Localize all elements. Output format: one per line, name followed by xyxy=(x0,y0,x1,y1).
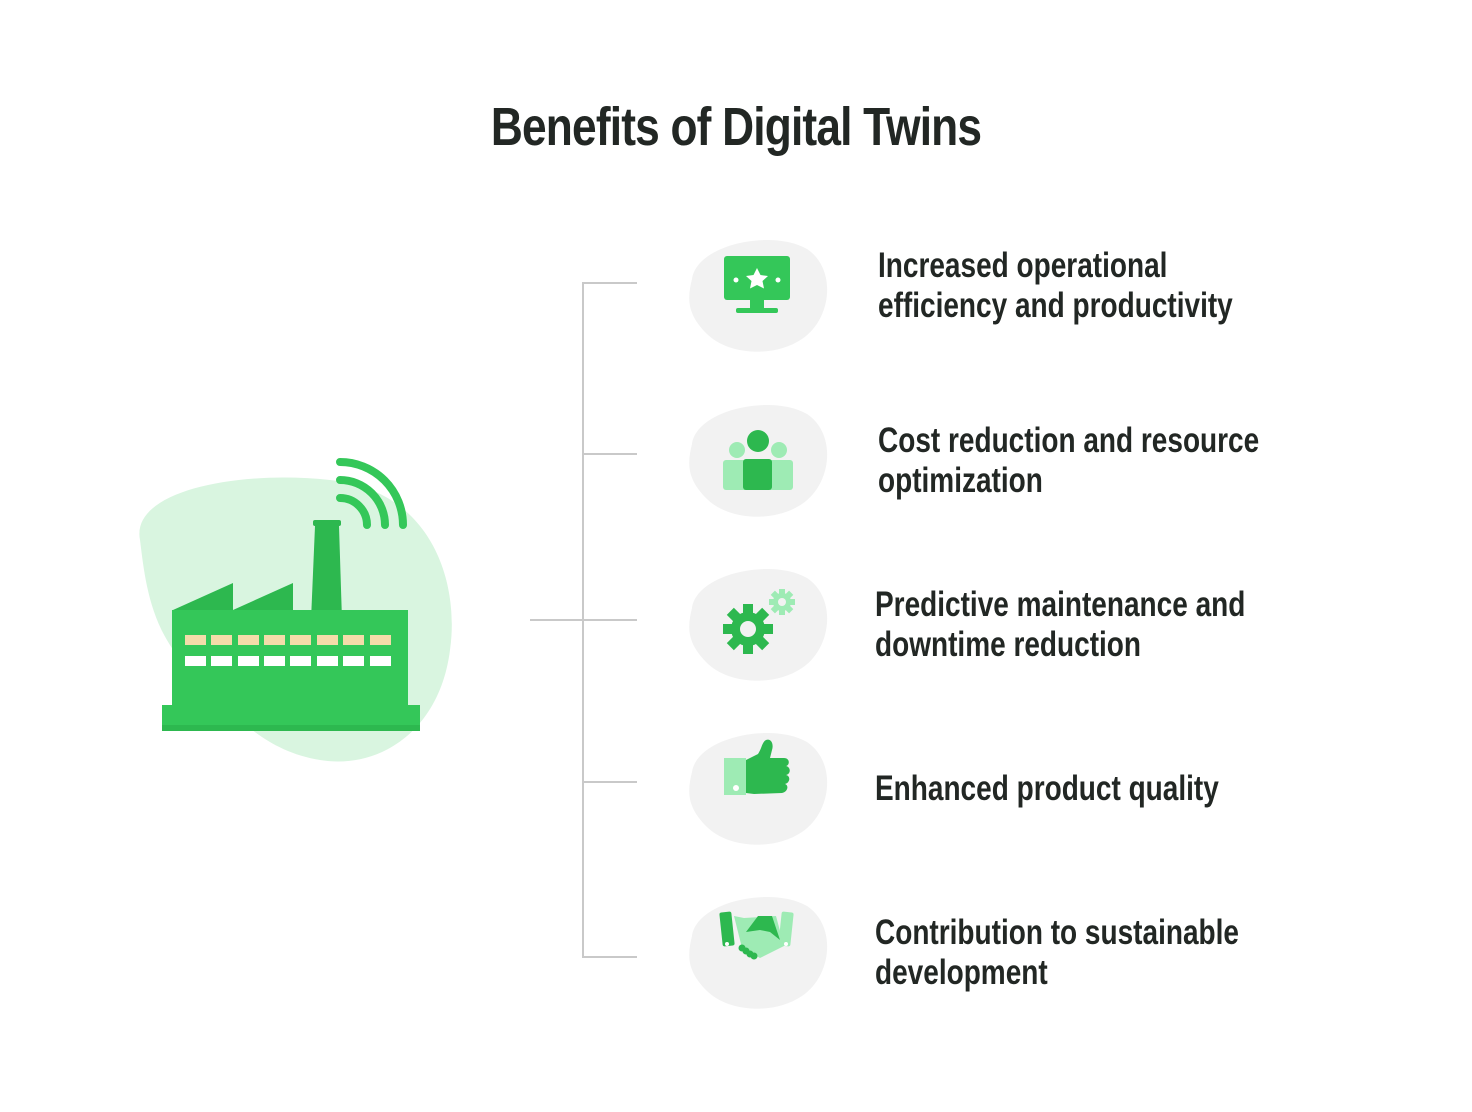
connector-spine xyxy=(582,282,584,958)
thumbs-up-icon xyxy=(724,739,790,795)
gears-icon xyxy=(723,589,795,654)
team-people-icon xyxy=(723,430,793,490)
handshake-icon xyxy=(719,911,794,960)
benefit-label-3: Predictive maintenance and downtime redu… xyxy=(875,585,1246,664)
factory-with-signal-icon xyxy=(139,458,452,762)
benefit-label-1: Increased operational efficiency and pro… xyxy=(878,246,1233,325)
connector-branch-1 xyxy=(582,282,637,284)
benefit-label-2: Cost reduction and resource optimization xyxy=(878,421,1260,500)
benefit-label-5: Contribution to sustainable development xyxy=(875,913,1239,992)
connector-branch-5 xyxy=(582,956,637,958)
factory-hub xyxy=(130,450,460,770)
page-title: Benefits of Digital Twins xyxy=(490,97,982,157)
benefit-label-4: Enhanced product quality xyxy=(875,769,1219,808)
connector-branch-4 xyxy=(582,781,637,783)
connector-branch-2 xyxy=(582,453,637,455)
monitor-star-icon xyxy=(724,256,790,313)
